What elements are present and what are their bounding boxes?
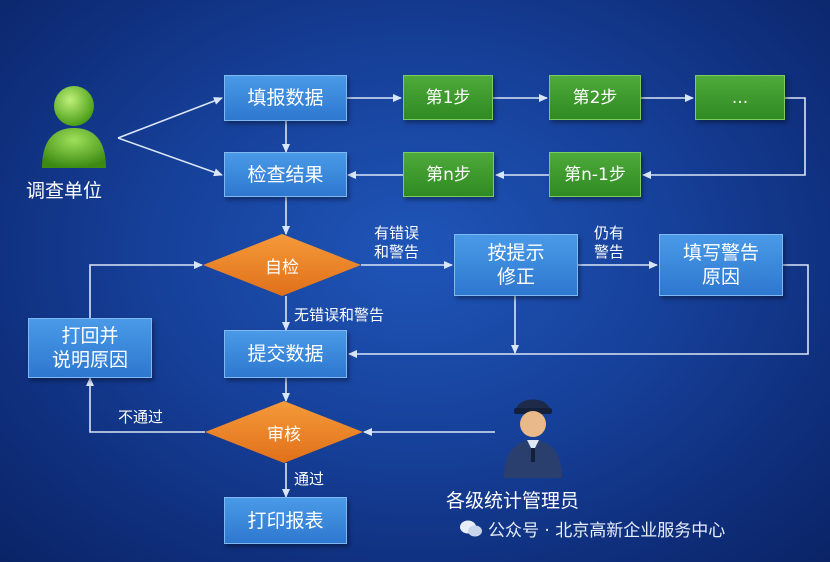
user-icon	[42, 86, 106, 168]
node-fill-warning-reason: 填写警告 原因	[659, 234, 783, 296]
node-step-more: ...	[695, 75, 785, 120]
node-submit-data: 提交数据	[224, 330, 347, 378]
edge-label-pass: 通过	[294, 470, 325, 488]
node-print-report: 打印报表	[224, 497, 347, 544]
watermark-text: 公众号 · 北京高新企业服务中心	[488, 521, 726, 541]
node-fix-by-hint: 按提示 修正	[454, 234, 578, 296]
edge-reason-to-submit	[348, 264, 809, 358]
node-step-n: 第n步	[403, 152, 494, 197]
node-step-2: 第2步	[549, 75, 641, 120]
edge-more-to-stepn1	[642, 97, 806, 179]
edge-return-to-selfcheck	[89, 261, 203, 318]
edge-label-still-warning: 仍有 警告	[594, 224, 625, 261]
edge-label-has-errors: 有错误 和警告	[374, 224, 420, 261]
officer-icon	[504, 399, 562, 478]
edge-reporter-to-fill	[117, 97, 223, 139]
node-step-1: 第1步	[403, 75, 493, 120]
edge-label-no-errors: 无错误和警告	[294, 306, 385, 324]
node-step-n-minus-1: 第n-1步	[549, 152, 641, 197]
decision-review: 审核	[205, 401, 363, 463]
actor-reporter-label: 调查单位	[26, 180, 103, 202]
node-fill-data: 填报数据	[224, 75, 347, 121]
decision-self-check-label: 自检	[265, 257, 299, 278]
node-check-result: 检查结果	[224, 152, 347, 197]
edge-label-not-pass: 不通过	[118, 408, 164, 426]
node-return-explain: 打回并 说明原因	[28, 318, 152, 378]
decision-review-label: 审核	[267, 424, 301, 445]
edge-review-to-return	[86, 377, 205, 433]
wechat-icon	[460, 520, 482, 536]
watermark: 公众号 · 北京高新企业服务中心	[460, 516, 725, 541]
decision-self-check: 自检	[203, 234, 361, 296]
edge-reporter-to-check	[117, 137, 223, 177]
actor-admin-label: 各级统计管理员	[446, 490, 580, 512]
